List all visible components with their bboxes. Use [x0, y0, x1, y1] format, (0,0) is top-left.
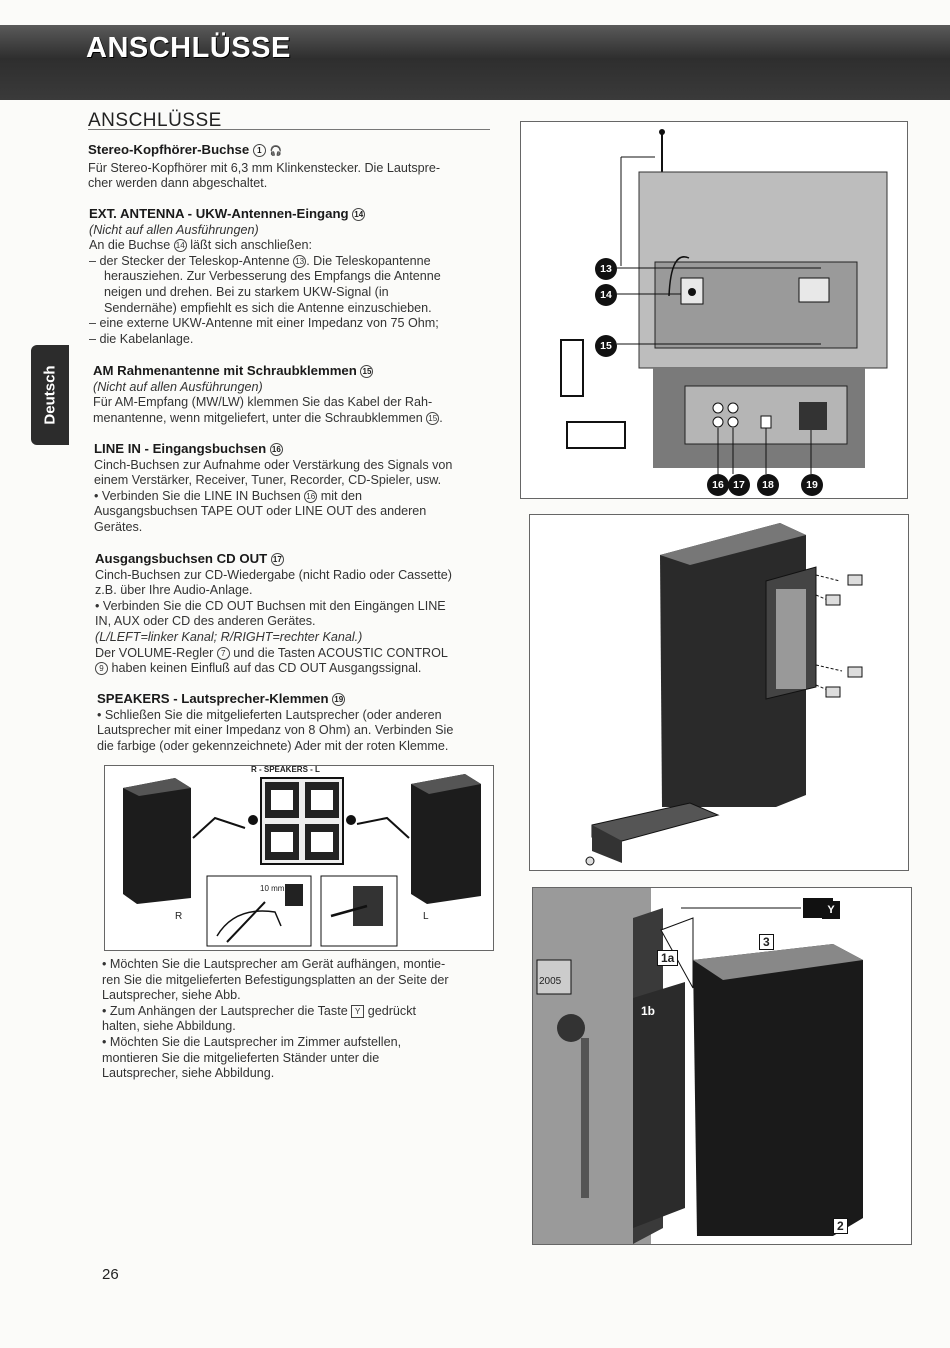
callout-16: 16: [707, 474, 729, 496]
antenna-section: EXT. ANTENNA - UKW-Antennen-Eingang 14 (…: [89, 206, 499, 347]
line-in-heading: LINE IN - Eingangsbuchsen 16: [94, 441, 504, 457]
speaker-mount-illustration: [585, 523, 863, 866]
banner-title: ANSCHLÜSSE: [86, 32, 291, 64]
callout-18: 18: [757, 474, 779, 496]
speaker-wiring-illustration: [123, 774, 481, 947]
rear-panel-figure: 13 14 15 16 17 18 19: [520, 121, 908, 499]
rear-panel-illustration: [560, 129, 888, 474]
speaker-hang-figure: Y 3 1a 1b 2 2005: [532, 887, 912, 1245]
y-key-icon: Y: [351, 1004, 365, 1018]
headphones-section: Stereo-Kopfhörer-Buchse 1 🎧 Für Stereo-K…: [88, 142, 498, 192]
section-title: ANSCHLÜSSE: [88, 110, 222, 131]
callout-17: 17: [728, 474, 750, 496]
speakers-heading: SPEAKERS - Lautsprecher-Klemmen 19: [97, 691, 507, 707]
page-number: 26: [102, 1266, 119, 1283]
callout-14: 14: [595, 284, 617, 306]
language-tab: Deutsch: [31, 345, 69, 445]
line-in-section: LINE IN - Eingangsbuchsen 16 Cinch-Buchs…: [94, 441, 504, 536]
y-key-label: Y: [822, 901, 840, 919]
header-banner: [0, 25, 950, 100]
callout-19: 19: [801, 474, 823, 496]
mounting-section: • Möchten Sie die Lautsprecher am Gerät …: [102, 957, 449, 1081]
section-divider: [88, 129, 490, 130]
speaker-wiring-figure: R - SPEAKERS - L 10 mm R L: [104, 765, 494, 951]
cd-out-section: Ausgangsbuchsen CD OUT 17 Cinch-Buchsen …: [95, 551, 505, 677]
headphones-heading: Stereo-Kopfhörer-Buchse 1 🎧: [88, 142, 282, 157]
antenna-heading: EXT. ANTENNA - UKW-Antennen-Eingang 14: [89, 206, 499, 222]
am-antenna-section: AM Rahmenantenne mit Schraubklemmen 15 (…: [93, 363, 503, 426]
speaker-hang-illustration: [533, 888, 863, 1244]
headphone-icon: 🎧: [269, 146, 282, 157]
callout-15: 15: [595, 335, 617, 357]
callout-13: 13: [595, 258, 617, 280]
am-heading: AM Rahmenantenne mit Schraubklemmen 15: [93, 363, 503, 379]
speaker-mount-figure: [529, 514, 909, 871]
language-tab-label: Deutsch: [41, 365, 59, 425]
cd-out-heading: Ausgangsbuchsen CD OUT 17: [95, 551, 505, 567]
speakers-section: SPEAKERS - Lautsprecher-Klemmen 19 • Sch…: [97, 691, 507, 754]
